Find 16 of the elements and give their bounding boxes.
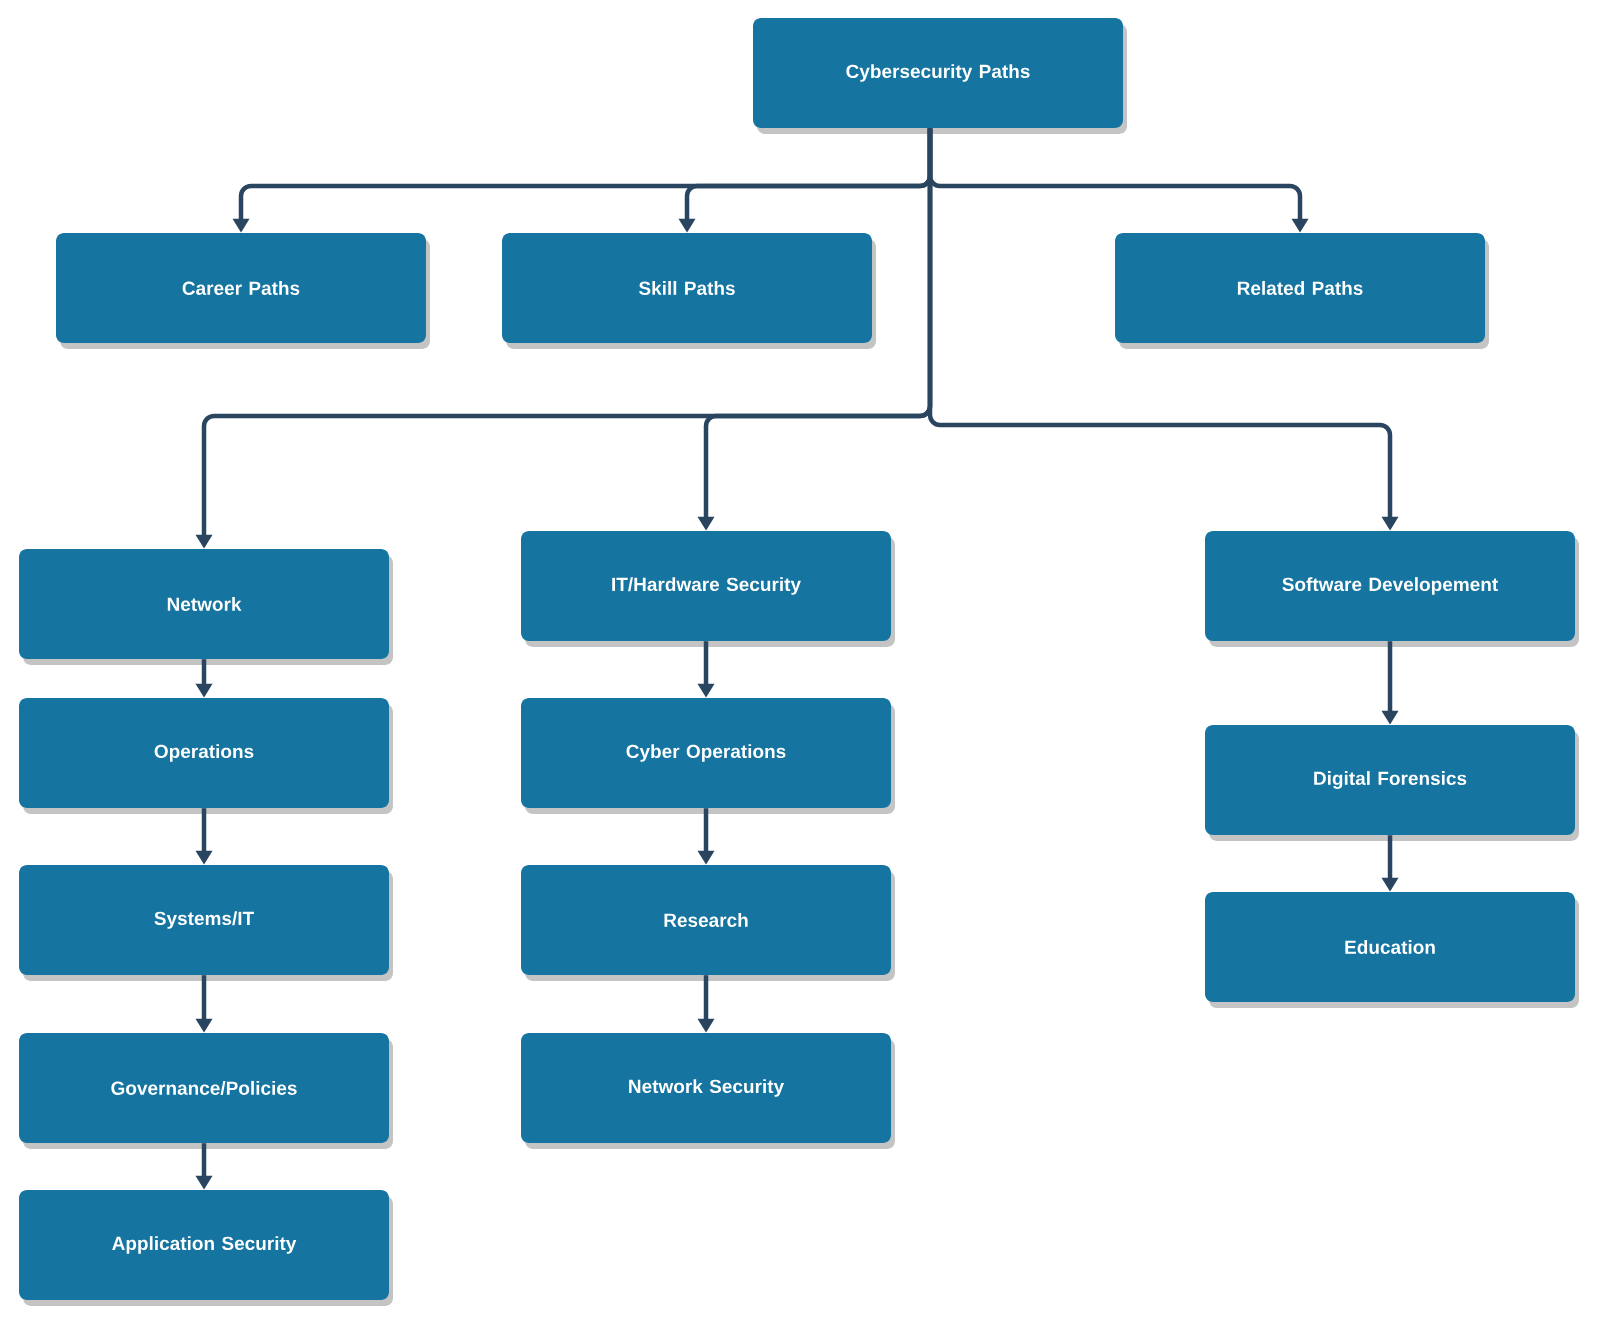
process-box: Career Paths [56, 233, 430, 349]
process-box: Software Developement [1205, 531, 1579, 647]
process-box: Related Paths [1115, 233, 1489, 349]
process-box: Application Security [19, 1190, 393, 1306]
process-box: Education [1205, 892, 1579, 1008]
process-box: IT/Hardware Security [521, 531, 895, 647]
process-box: Network [19, 549, 393, 665]
process-box: Digital Forensics [1205, 725, 1579, 841]
process-box: Operations [19, 698, 393, 814]
process-box: Skill Paths [502, 233, 876, 349]
process-box: Research [521, 865, 895, 981]
process-box: Network Security [521, 1033, 895, 1149]
process-box: Cyber Operations [521, 698, 895, 814]
process-box: Cybersecurity Paths [753, 18, 1127, 134]
process-box: Systems/IT [19, 865, 393, 981]
process-box: Governance/Policies [19, 1033, 393, 1149]
